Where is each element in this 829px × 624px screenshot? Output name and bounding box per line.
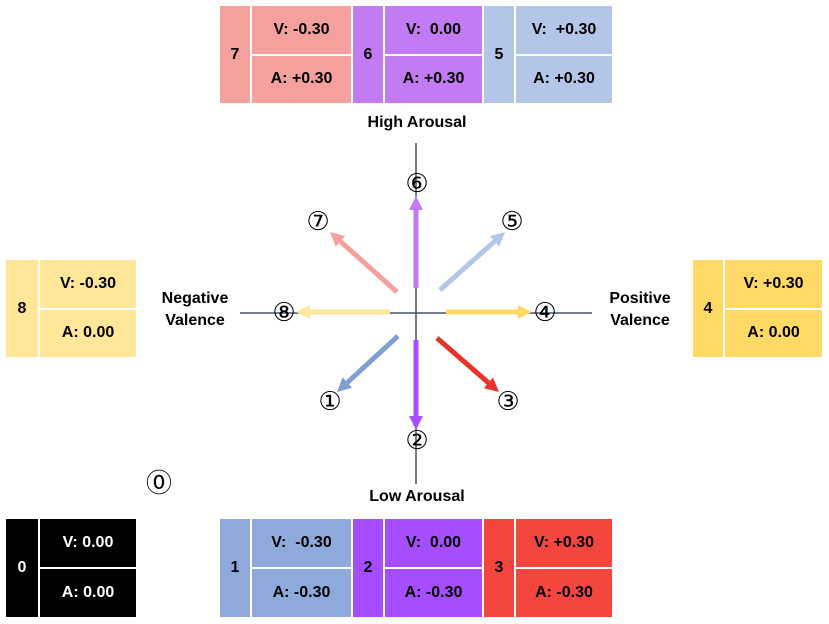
box-5-valence: V: +0.30 (516, 6, 612, 56)
box-5-arousal: A: +0.30 (533, 70, 595, 88)
box-6-valence: V: 0.00 (385, 6, 482, 56)
low-arousal-label: Low Arousal (369, 488, 465, 505)
box-4-id: 4 (693, 260, 725, 357)
marker-8: ⑧ (272, 298, 295, 328)
arrow-4-head (518, 305, 532, 319)
markers: ⑥ ⑤ ⑦ ⑧ ④ ① ③ ② ⓪ (146, 169, 557, 499)
arrow-8-head (296, 305, 310, 319)
emotion-box-7: 7 V: -0.30 A: +0.30 (219, 5, 352, 104)
box-0-arousal: A: 0.00 (61, 584, 115, 601)
marker-7: ⑦ (306, 207, 329, 237)
arrow-5-head (489, 232, 505, 247)
box-4-arousal: A: 0.00 (747, 324, 800, 342)
emotion-box-0: 0 V: 0.00 A: 0.00 (5, 518, 137, 618)
arrows (296, 196, 532, 430)
emotion-box-8: 8 V: -0.30 A: 0.00 (5, 259, 137, 358)
arrow-3-shaft (435, 336, 491, 385)
box-6-arousal: A: +0.30 (402, 70, 465, 88)
marker-1: ① (318, 387, 341, 417)
arrow-7-head (330, 232, 346, 247)
arrow-6-head (409, 196, 423, 210)
marker-5: ⑤ (500, 207, 523, 237)
box-8-arousal: A: 0.00 (61, 324, 115, 342)
emotion-box-2: 2 V: 0.00 A: -0.30 (352, 518, 483, 618)
box-7-id: 7 (220, 6, 252, 103)
positive-valence-line2: Valence (610, 312, 670, 329)
box-1-arousal: A: -0.30 (272, 584, 331, 601)
box-2-valence: V: 0.00 (385, 519, 482, 569)
arrow-5-shaft (438, 239, 497, 292)
marker-2: ② (405, 426, 428, 456)
box-1-id: 1 (220, 519, 252, 617)
box-3-arousal: A: -0.30 (535, 584, 593, 601)
box-3-id: 3 (484, 519, 516, 617)
box-5-id: 5 (484, 6, 516, 103)
box-0-id: 0 (6, 519, 40, 617)
arrow-3-head (483, 377, 499, 392)
emotion-box-5: 5 V: +0.30 A: +0.30 (483, 5, 613, 104)
emotion-box-4: 4 V: +0.30 A: 0.00 (692, 259, 823, 358)
marker-6: ⑥ (405, 169, 428, 199)
arrow-1-head (337, 377, 353, 392)
box-7-arousal: A: +0.30 (270, 70, 333, 88)
positive-valence-label: Positive Valence (596, 288, 684, 332)
negative-valence-label: Negative Valence (150, 288, 240, 332)
arrow-7-shaft (338, 239, 399, 294)
positive-valence-line1: Positive (609, 290, 671, 307)
box-1-valence: V: -0.30 (252, 519, 351, 569)
emotion-box-6: 6 V: 0.00 A: +0.30 (352, 5, 483, 104)
negative-valence-line1: Negative (161, 290, 229, 307)
emotion-box-3: 3 V: +0.30 A: -0.30 (483, 518, 613, 618)
box-2-arousal: A: -0.30 (404, 584, 463, 601)
arrow-1-shaft (345, 334, 400, 385)
box-0-valence: V: 0.00 (40, 519, 136, 569)
arrow-2-head (409, 416, 423, 430)
box-8-valence: V: -0.30 (40, 260, 136, 310)
box-2-id: 2 (353, 519, 385, 617)
box-7-valence: V: -0.30 (252, 6, 351, 56)
box-3-valence: V: +0.30 (516, 519, 612, 569)
marker-3: ③ (496, 387, 519, 417)
box-4-valence: V: +0.30 (725, 260, 822, 310)
negative-valence-line2: Valence (165, 312, 225, 329)
box-6-id: 6 (353, 6, 385, 103)
marker-4: ④ (533, 298, 556, 328)
box-8-id: 8 (6, 260, 40, 357)
high-arousal-label: High Arousal (367, 114, 467, 131)
marker-0: ⓪ (146, 469, 172, 499)
emotion-box-1: 1 V: -0.30 A: -0.30 (219, 518, 352, 618)
